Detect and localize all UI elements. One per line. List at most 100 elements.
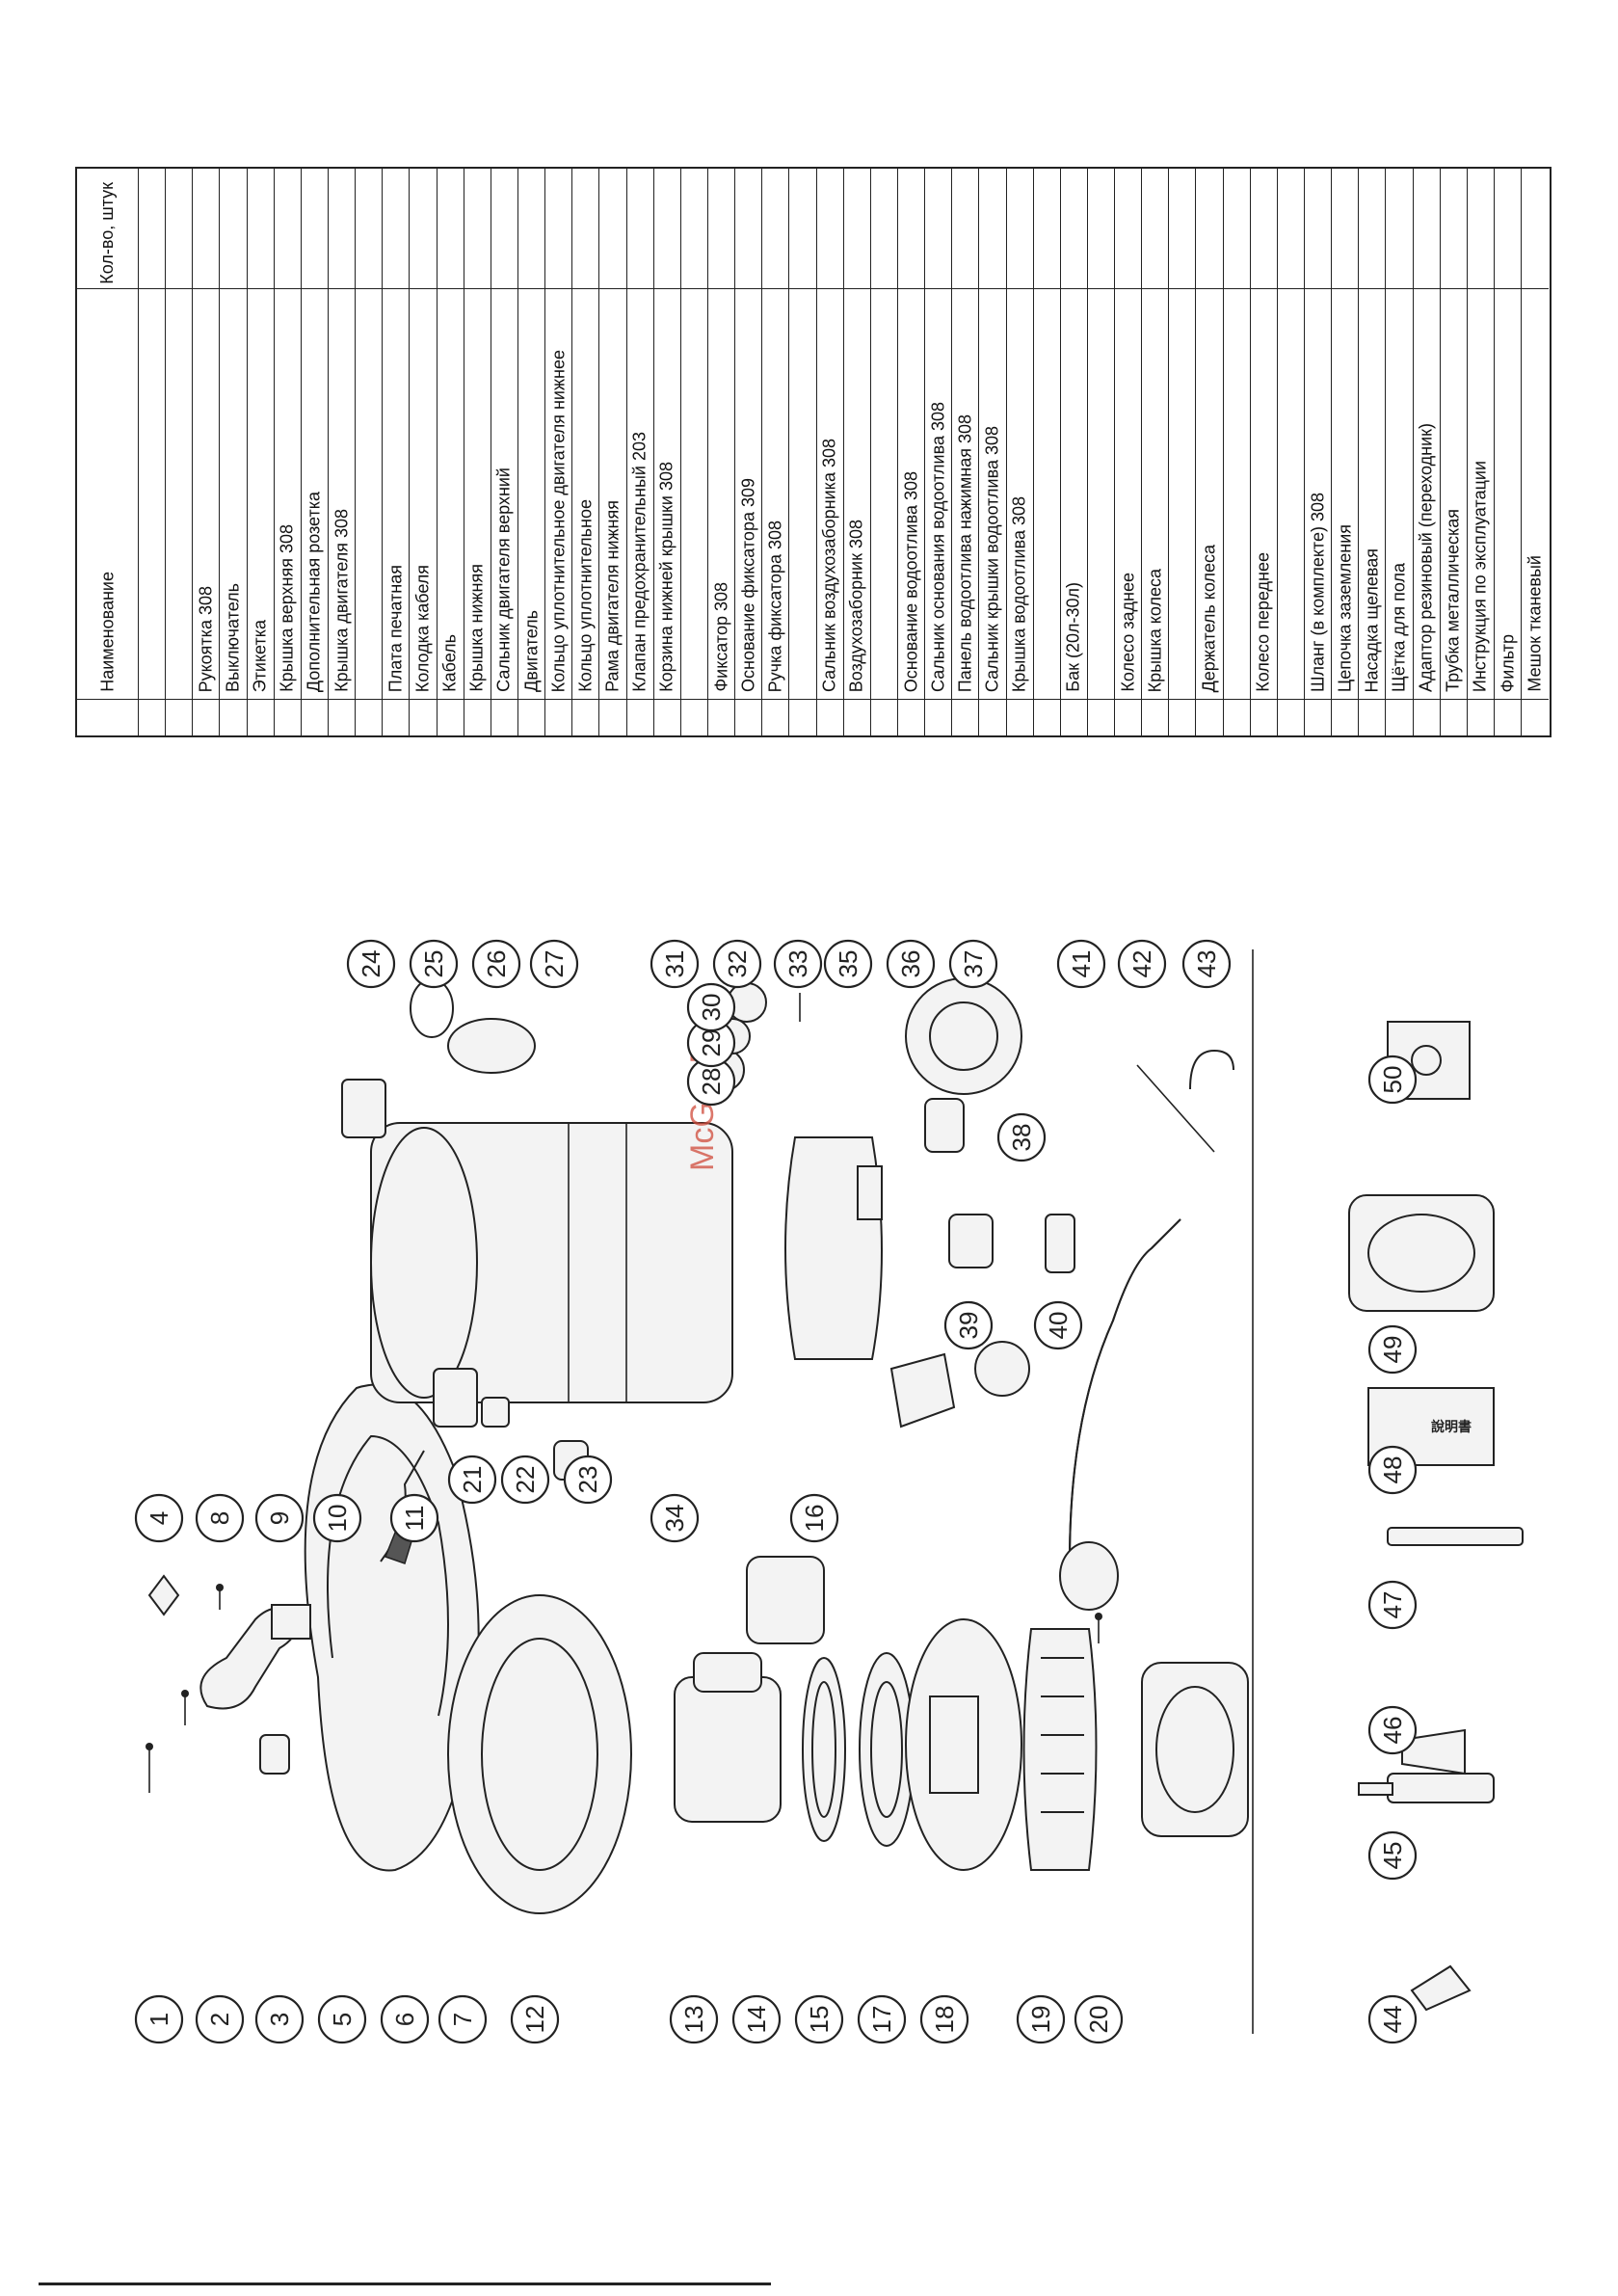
num-cell [925, 699, 952, 735]
qty-cell [1522, 169, 1550, 289]
callout-number: 35 [834, 950, 862, 978]
qty-cell [952, 169, 979, 289]
qty-cell [1115, 169, 1142, 289]
table-row: Колодка кабеля [410, 169, 438, 735]
table-row [139, 169, 167, 735]
table-row [356, 169, 384, 735]
qty-cell [1359, 169, 1386, 289]
table-row: Кольцо уплотнительное [572, 169, 600, 735]
qty-cell [1006, 169, 1033, 289]
callout-number: 45 [1378, 1842, 1407, 1870]
num-cell [1522, 699, 1550, 735]
qty-cell [680, 169, 707, 289]
callout-31: 31 [650, 939, 700, 989]
table-row: Колесо переднее [1250, 169, 1278, 735]
callout-20: 20 [1074, 1994, 1124, 2044]
callout-number: 7 [448, 2013, 477, 2026]
callout-39: 39 [943, 1300, 994, 1350]
callout-14: 14 [731, 1994, 782, 2044]
num-cell [464, 699, 491, 735]
callout-13: 13 [669, 1994, 719, 2044]
callout-number: 11 [400, 1506, 429, 1532]
table-row: Рама двигателя нижняя [599, 169, 627, 735]
qty-cell [491, 169, 517, 289]
callout-number: 2 [205, 2013, 234, 2026]
callout-number: 23 [573, 1466, 602, 1494]
table-row: Фиксатор 308 [707, 169, 736, 735]
callout-15: 15 [794, 1994, 844, 2044]
callout-number: 48 [1378, 1456, 1407, 1484]
num-cell [274, 699, 301, 735]
num-cell [1386, 699, 1413, 735]
callout-2: 2 [195, 1994, 245, 2044]
callout-number: 10 [323, 1505, 352, 1533]
callout-40: 40 [1033, 1300, 1083, 1350]
callout-34: 34 [650, 1493, 700, 1543]
callout-49: 49 [1367, 1324, 1418, 1375]
table-row [1223, 169, 1251, 735]
table-row: Крышка нижняя [464, 169, 491, 735]
qty-cell [1386, 169, 1413, 289]
qty-cell [653, 169, 680, 289]
table-row: Инструкция по эксплуатации [1467, 169, 1496, 735]
num-cell [952, 699, 979, 735]
callout-32: 32 [712, 939, 762, 989]
table-row: Ручка фиксатора 308 [762, 169, 790, 735]
callout-number: 30 [697, 994, 726, 1022]
callout-30: 30 [686, 982, 736, 1032]
callout-47: 47 [1367, 1580, 1418, 1630]
callout-number: 40 [1044, 1312, 1073, 1340]
qty-header-cell: Кол-во, штук [77, 169, 138, 289]
num-cell [328, 699, 356, 735]
callout-number: 24 [357, 950, 385, 978]
table-row: Бак (20л-30л) [1060, 169, 1088, 735]
num-cell [1305, 699, 1332, 735]
callout-number: 5 [328, 2013, 357, 2026]
callout-23: 23 [563, 1455, 613, 1505]
table-row: Корзина нижней крышки 308 [653, 169, 681, 735]
callout-number: 8 [205, 1511, 234, 1525]
callout-number: 47 [1378, 1591, 1407, 1619]
callout-number: 4 [145, 1511, 173, 1525]
table-row: Двигатель [517, 169, 546, 735]
qty-cell [626, 169, 653, 289]
num-cell [1169, 699, 1196, 735]
num-cell [301, 699, 328, 735]
qty-cell [1169, 169, 1196, 289]
qty-cell [1142, 169, 1169, 289]
qty-cell [1277, 169, 1305, 289]
callout-number: 1 [145, 2013, 173, 2026]
num-cell [356, 699, 383, 735]
num-cell [1087, 699, 1115, 735]
qty-cell [1440, 169, 1467, 289]
table-row: Основание фиксатора 309 [735, 169, 763, 735]
qty-cell [220, 169, 247, 289]
callout-number: 39 [954, 1312, 983, 1340]
num-cell [1467, 699, 1495, 735]
num-cell [1413, 699, 1440, 735]
qty-cell [1033, 169, 1060, 289]
callout-number: 25 [419, 950, 448, 978]
callout-number: 41 [1067, 950, 1096, 978]
num-cell [1142, 699, 1169, 735]
qty-cell [1223, 169, 1250, 289]
qty-cell [599, 169, 626, 289]
num-cell [816, 699, 843, 735]
callout-4: 4 [134, 1493, 184, 1543]
table-row: Колесо заднее [1115, 169, 1143, 735]
callout-number: 37 [959, 950, 988, 978]
table-row [870, 169, 898, 735]
callout-19: 19 [1016, 1994, 1066, 2044]
qty-cell [1196, 169, 1223, 289]
callout-number: 32 [723, 950, 752, 978]
num-cell [653, 699, 680, 735]
callout-46: 46 [1367, 1705, 1418, 1755]
table-row: Выключатель [220, 169, 248, 735]
num-cell [897, 699, 925, 735]
num-cell [762, 699, 789, 735]
table-row: Адаптор резиновый (переходник) [1413, 169, 1441, 735]
table-row: Мешок тканевый [1522, 169, 1550, 735]
qty-cell [1305, 169, 1332, 289]
callout-5: 5 [317, 1994, 367, 2044]
